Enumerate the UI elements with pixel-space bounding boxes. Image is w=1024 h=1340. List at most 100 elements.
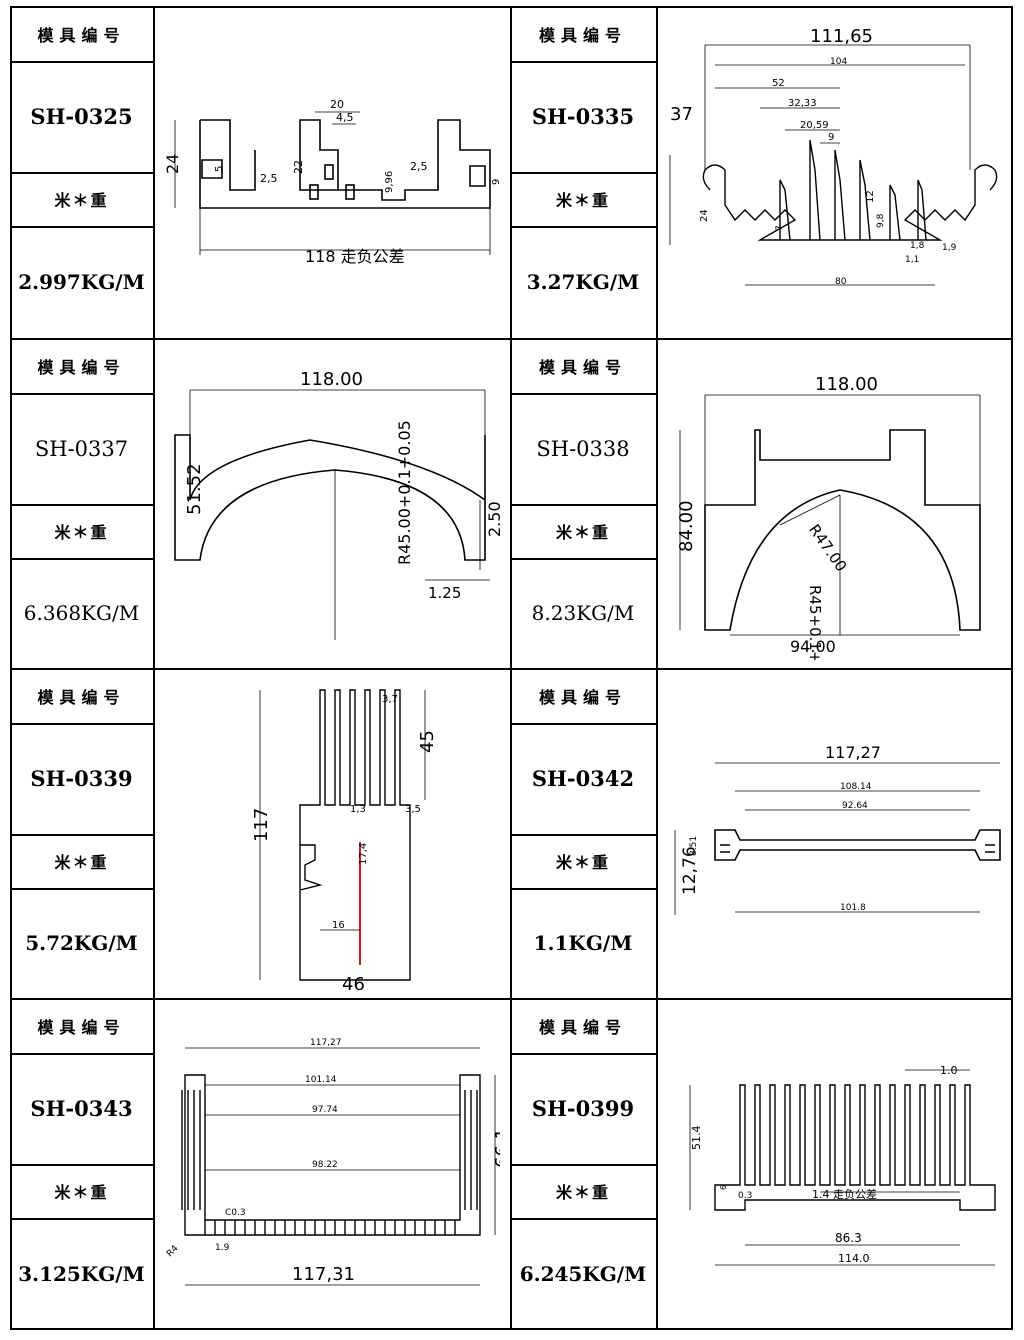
grid-horizontal-line <box>10 1218 153 1220</box>
svg-text:1.9: 1.9 <box>215 1243 230 1253</box>
svg-text:52: 52 <box>772 78 785 89</box>
svg-text:80: 80 <box>835 277 847 287</box>
svg-text:16: 16 <box>332 920 345 931</box>
svg-text:9: 9 <box>491 179 500 185</box>
product-code: SH-0342 <box>531 766 635 791</box>
product-code: SH-0335 <box>531 104 635 129</box>
svg-text:114.0: 114.0 <box>838 1252 870 1265</box>
svg-text:66,1: 66,1 <box>492 1128 500 1168</box>
svg-text:R45.00+0.1+0.05: R45.00+0.1+0.05 <box>395 420 414 565</box>
grid-horizontal-line <box>10 558 153 560</box>
svg-text:1.0: 1.0 <box>940 1064 958 1077</box>
svg-text:7: 7 <box>775 225 785 231</box>
svg-text:51.52: 51.52 <box>184 463 205 515</box>
grid-horizontal-line <box>10 998 1013 1000</box>
svg-text:86.3: 86.3 <box>835 1231 862 1245</box>
mold-number-label: 模具编号 <box>538 1017 627 1037</box>
svg-text:32,33: 32,33 <box>788 98 817 109</box>
grid-horizontal-line <box>510 1053 656 1055</box>
weight-per-meter-label: 米＊重 <box>555 523 610 542</box>
weight-per-meter-label: 米＊重 <box>54 853 109 872</box>
profile-drawing-sh-0343: 117,27 101.14 97.74 98.22 66,1 C0.3 R4 1… <box>160 1030 513 1320</box>
svg-text:51.4: 51.4 <box>690 1126 703 1151</box>
svg-text:117: 117 <box>251 808 272 842</box>
grid-horizontal-line <box>10 723 153 725</box>
svg-text:1,9: 1,9 <box>942 243 957 253</box>
weight-per-meter-label: 米＊重 <box>54 523 109 542</box>
svg-text:R4: R4 <box>165 1243 181 1259</box>
grid-horizontal-line <box>510 888 656 890</box>
svg-text:1,3: 1,3 <box>350 804 366 815</box>
grid-horizontal-line <box>10 834 153 836</box>
profile-drawing-sh-0337: 118.00 51.52 R45.00+0.1+0.05 2.50 1.25 <box>160 360 504 660</box>
mold-number-label: 模具编号 <box>37 1017 126 1037</box>
grid-horizontal-line <box>10 226 153 228</box>
product-code: SH-0399 <box>531 1096 635 1121</box>
grid-horizontal-line <box>10 393 153 395</box>
svg-text:17,4: 17,4 <box>358 843 369 865</box>
svg-text:24: 24 <box>699 209 710 222</box>
svg-text:3,5: 3,5 <box>405 804 421 815</box>
grid-horizontal-line <box>10 1053 153 1055</box>
svg-text:24: 24 <box>163 154 182 174</box>
grid-horizontal-line <box>10 172 153 174</box>
mold-number-label: 模具编号 <box>538 687 627 707</box>
weight-per-meter-label: 米＊重 <box>555 1183 610 1202</box>
svg-text:9,8: 9,8 <box>876 213 886 228</box>
grid-horizontal-line <box>510 723 656 725</box>
svg-text:9: 9 <box>828 132 834 143</box>
product-weight: 3.125KG/M <box>18 1262 145 1286</box>
grid-horizontal-line <box>10 338 1013 340</box>
grid-horizontal-line <box>10 1164 153 1166</box>
grid-horizontal-line <box>510 61 656 63</box>
product-code: SH-0338 <box>536 436 630 461</box>
svg-text:6: 6 <box>719 1185 728 1190</box>
svg-text:111,65: 111,65 <box>810 26 873 47</box>
svg-text:108.14: 108.14 <box>840 782 872 792</box>
svg-text:22: 22 <box>292 160 305 174</box>
grid-horizontal-line <box>510 558 656 560</box>
svg-text:46: 46 <box>342 974 365 990</box>
svg-text:98.22: 98.22 <box>312 1160 338 1170</box>
weight-per-meter-label: 米＊重 <box>555 191 610 210</box>
svg-text:92.64: 92.64 <box>842 801 868 811</box>
svg-text:R47.00: R47.00 <box>805 521 850 575</box>
svg-text:1.25: 1.25 <box>428 584 461 602</box>
svg-text:118 走负公差: 118 走负公差 <box>305 247 405 266</box>
grid-horizontal-line <box>10 668 1013 670</box>
grid-horizontal-line <box>510 504 656 506</box>
product-code: SH-0343 <box>30 1096 133 1121</box>
svg-text:104: 104 <box>830 57 847 67</box>
grid-horizontal-line <box>510 834 656 836</box>
svg-text:5: 5 <box>214 166 225 172</box>
mold-number-label: 模具编号 <box>37 25 126 45</box>
product-weight: 6.245KG/M <box>519 1262 647 1286</box>
grid-horizontal-line <box>510 393 656 395</box>
svg-text:1,8: 1,8 <box>910 241 925 251</box>
svg-text:118.00: 118.00 <box>815 374 878 395</box>
profile-drawing-sh-0335: 111,65 104 52 32,33 20,59 9 37 24 12 9,8… <box>660 20 1005 320</box>
svg-text:118.00: 118.00 <box>300 369 363 390</box>
weight-per-meter-label: 米＊重 <box>54 191 109 210</box>
product-code: SH-0339 <box>30 766 133 791</box>
grid-horizontal-line <box>510 1164 656 1166</box>
svg-text:45: 45 <box>417 730 438 753</box>
profile-drawing-sh-0339: 117 46 45 3,7 1,3 3,5 17,4 16 <box>160 680 500 996</box>
mold-number-label: 模具编号 <box>37 357 126 377</box>
mold-number-label: 模具编号 <box>538 357 627 377</box>
svg-text:12,76: 12,76 <box>680 846 700 895</box>
svg-text:1,1: 1,1 <box>905 255 919 265</box>
grid-horizontal-line <box>10 888 153 890</box>
product-code: SH-0325 <box>30 104 133 129</box>
product-weight: 8.23KG/M <box>531 601 635 625</box>
svg-text:117,27: 117,27 <box>310 1038 342 1048</box>
grid-horizontal-line <box>510 1218 656 1220</box>
product-weight: 1.1KG/M <box>533 931 633 955</box>
svg-text:117,31: 117,31 <box>292 1264 355 1285</box>
profile-drawing-sh-0325: 24 20 4,5 2,5 2,5 22 9,96 5 9 118 走负公差 <box>160 90 502 270</box>
grid-horizontal-line <box>510 172 656 174</box>
weight-per-meter-label: 米＊重 <box>54 1183 109 1202</box>
grid-horizontal-line <box>10 6 1013 8</box>
svg-text:20,59: 20,59 <box>800 120 829 131</box>
svg-text:0.3: 0.3 <box>738 1191 752 1201</box>
